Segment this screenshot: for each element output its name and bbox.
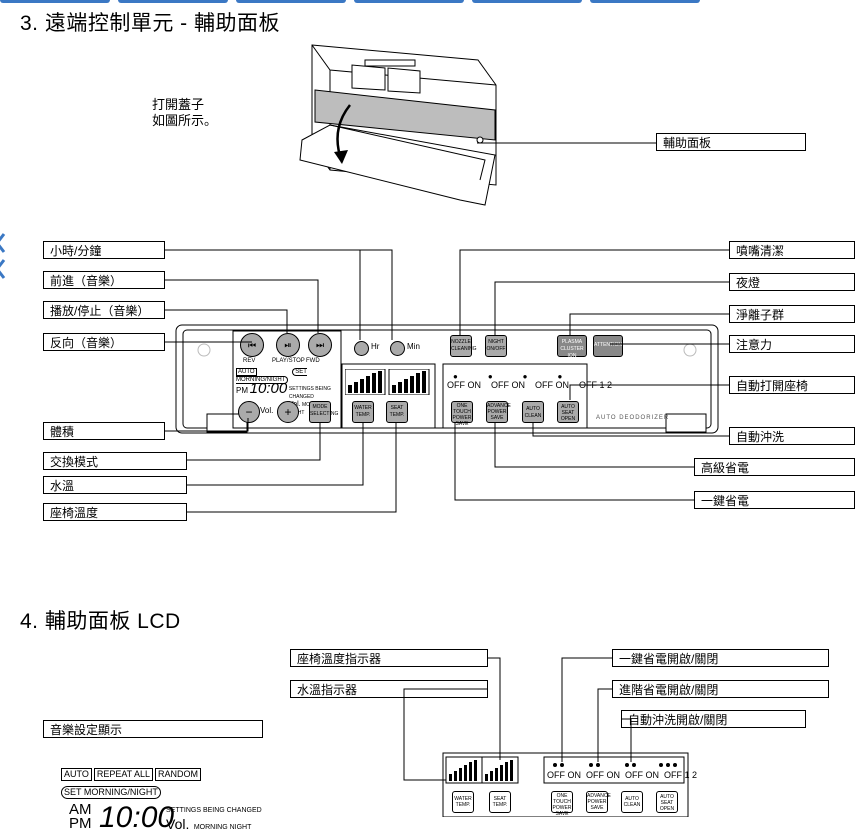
lcd-auto-badge: AUTO <box>61 768 92 781</box>
one-touch-save-button[interactable]: ONE TOUCH POWER SAVE <box>451 401 473 427</box>
attention-button[interactable]: ATTENTION <box>593 335 623 357</box>
auto-clean-button[interactable]: AUTO CLEAN <box>522 401 544 423</box>
label-water-temp: 水溫 <box>43 476 187 494</box>
hr-text: Hr <box>371 342 380 351</box>
vol-up-button[interactable]: + <box>277 401 299 423</box>
lcd-set-badge: SET MORNING/NIGHT <box>61 786 161 799</box>
label-water-temp-indicator: 水溫指示器 <box>290 680 488 698</box>
label-advanced-power-save: 高級省電 <box>694 458 855 476</box>
next-arrow-icon[interactable] <box>0 258 6 280</box>
label-seat-temp-indicator: 座椅溫度指示器 <box>290 649 488 667</box>
brand-text: AUTO DEODORIZER <box>596 415 670 421</box>
lcd-vol-row: Vol. MORNING NIGHT <box>166 816 252 832</box>
label-forward: 前進（音樂） <box>43 271 165 289</box>
advance-save-button[interactable]: ADVANCE POWER SAVE <box>486 401 511 423</box>
lcd-time: 10:00 <box>249 380 288 397</box>
lcd-set: SET MORNING/NIGHT <box>236 368 307 384</box>
section-4-heading: 4. 輔助面板 LCD <box>20 610 181 633</box>
fwd-text: FWD <box>306 358 320 364</box>
play-stop-button[interactable]: ⏯ <box>276 333 300 357</box>
rev-text: REV <box>243 358 256 364</box>
section-4-leader-lines <box>403 657 632 781</box>
fwd-button[interactable]: ⏭ <box>308 333 332 357</box>
prev-arrow-icon[interactable] <box>0 232 6 254</box>
label-play-stop: 播放/停止（音樂） <box>43 301 165 319</box>
s4-water-temp-button[interactable]: WATER TEMP. <box>452 791 474 813</box>
lcd-repeat-badge: REPEAT ALL <box>93 768 154 781</box>
min-text: Min <box>407 342 420 351</box>
s4-advance-button[interactable]: ADVANCE POWER SAVE <box>586 791 611 813</box>
section-3-heading: 3. 遠端控制單元 - 輔助面板 <box>20 12 281 35</box>
label-nozzle-cleaning: 噴嘴清潔 <box>729 241 855 259</box>
lcd-auto: AUTO <box>236 368 257 376</box>
remote-control-illustration <box>299 44 497 206</box>
label-one-touch-power-save: 一鍵省電 <box>694 491 855 509</box>
lcd-settings-changed: SETTINGS BEING CHANGED <box>166 807 262 814</box>
label-advance-onoff: 進階省電開啟/關閉 <box>612 680 829 698</box>
s4-onoff-row: OFF ON OFF ON OFF ON OFF 1 2 <box>547 770 697 780</box>
open-cover-note: 打開蓋子 如圖所示。 <box>152 97 218 128</box>
water-temp-button[interactable]: WATER TEMP. <box>352 401 374 423</box>
s4-seat-temp-button[interactable]: SEAT TEMP. <box>489 791 511 813</box>
seat-temp-button[interactable]: SEAT TEMP. <box>386 401 408 423</box>
mode-select-button[interactable]: MODE SELECTING <box>309 401 338 423</box>
label-seat-temp: 座椅溫度 <box>43 503 187 521</box>
label-night-light: 夜燈 <box>729 273 855 291</box>
playstop-text: PLAY/STOP <box>272 358 305 364</box>
rev-button[interactable]: ⏮ <box>240 333 264 357</box>
lcd-pm: PM <box>236 386 248 395</box>
s4-auto-clean-button[interactable]: AUTO CLEAN <box>621 791 643 813</box>
section-3-leader-lines <box>165 142 729 513</box>
label-one-touch-onoff: 一鍵省電開啟/關閉 <box>612 649 829 667</box>
night-light-button[interactable]: NIGHT ON/OFF <box>485 335 507 357</box>
label-reverse: 反向（音樂） <box>43 333 165 351</box>
label-attention: 注意力 <box>729 335 855 353</box>
label-mode-switch: 交換模式 <box>43 452 187 470</box>
label-auto-seat-open: 自動打開座椅 <box>729 376 855 394</box>
aux-panel-label: 輔助面板 <box>656 133 806 151</box>
s4-one-touch-button[interactable]: ONE TOUCH POWER SAVE <box>551 791 573 817</box>
label-volume: 體積 <box>43 422 165 440</box>
label-music-setting-display: 音樂設定顯示 <box>43 720 263 738</box>
vol-down-button[interactable]: − <box>238 401 260 423</box>
label-auto-flush: 自動沖洗 <box>729 427 855 445</box>
plasma-cluster-button[interactable]: PLASMA CLUSTER ION <box>557 335 587 359</box>
label-hour-minute: 小時/分鐘 <box>43 241 165 259</box>
min-button[interactable] <box>390 341 405 356</box>
label-plasma-cluster: 淨離子群 <box>729 305 855 323</box>
nozzle-cleaning-button[interactable]: NOZZLE CLEANING <box>450 335 477 357</box>
onoff-dots: ●●●● <box>453 372 593 381</box>
s4-auto-seat-button[interactable]: AUTO SEAT OPEN <box>656 791 678 813</box>
auto-seat-open-button[interactable]: AUTO SEAT OPEN <box>557 401 579 423</box>
temp-bar-indicators <box>345 369 430 395</box>
label-auto-flush-onoff: 自動沖洗開啟/關閉 <box>621 710 806 728</box>
vol-text: Vol. <box>260 406 274 415</box>
browser-tab-strip <box>0 0 868 4</box>
hr-button[interactable] <box>354 341 369 356</box>
lcd-random-badge: RANDOM <box>155 768 202 781</box>
section-4-panel-diagram <box>442 752 689 817</box>
